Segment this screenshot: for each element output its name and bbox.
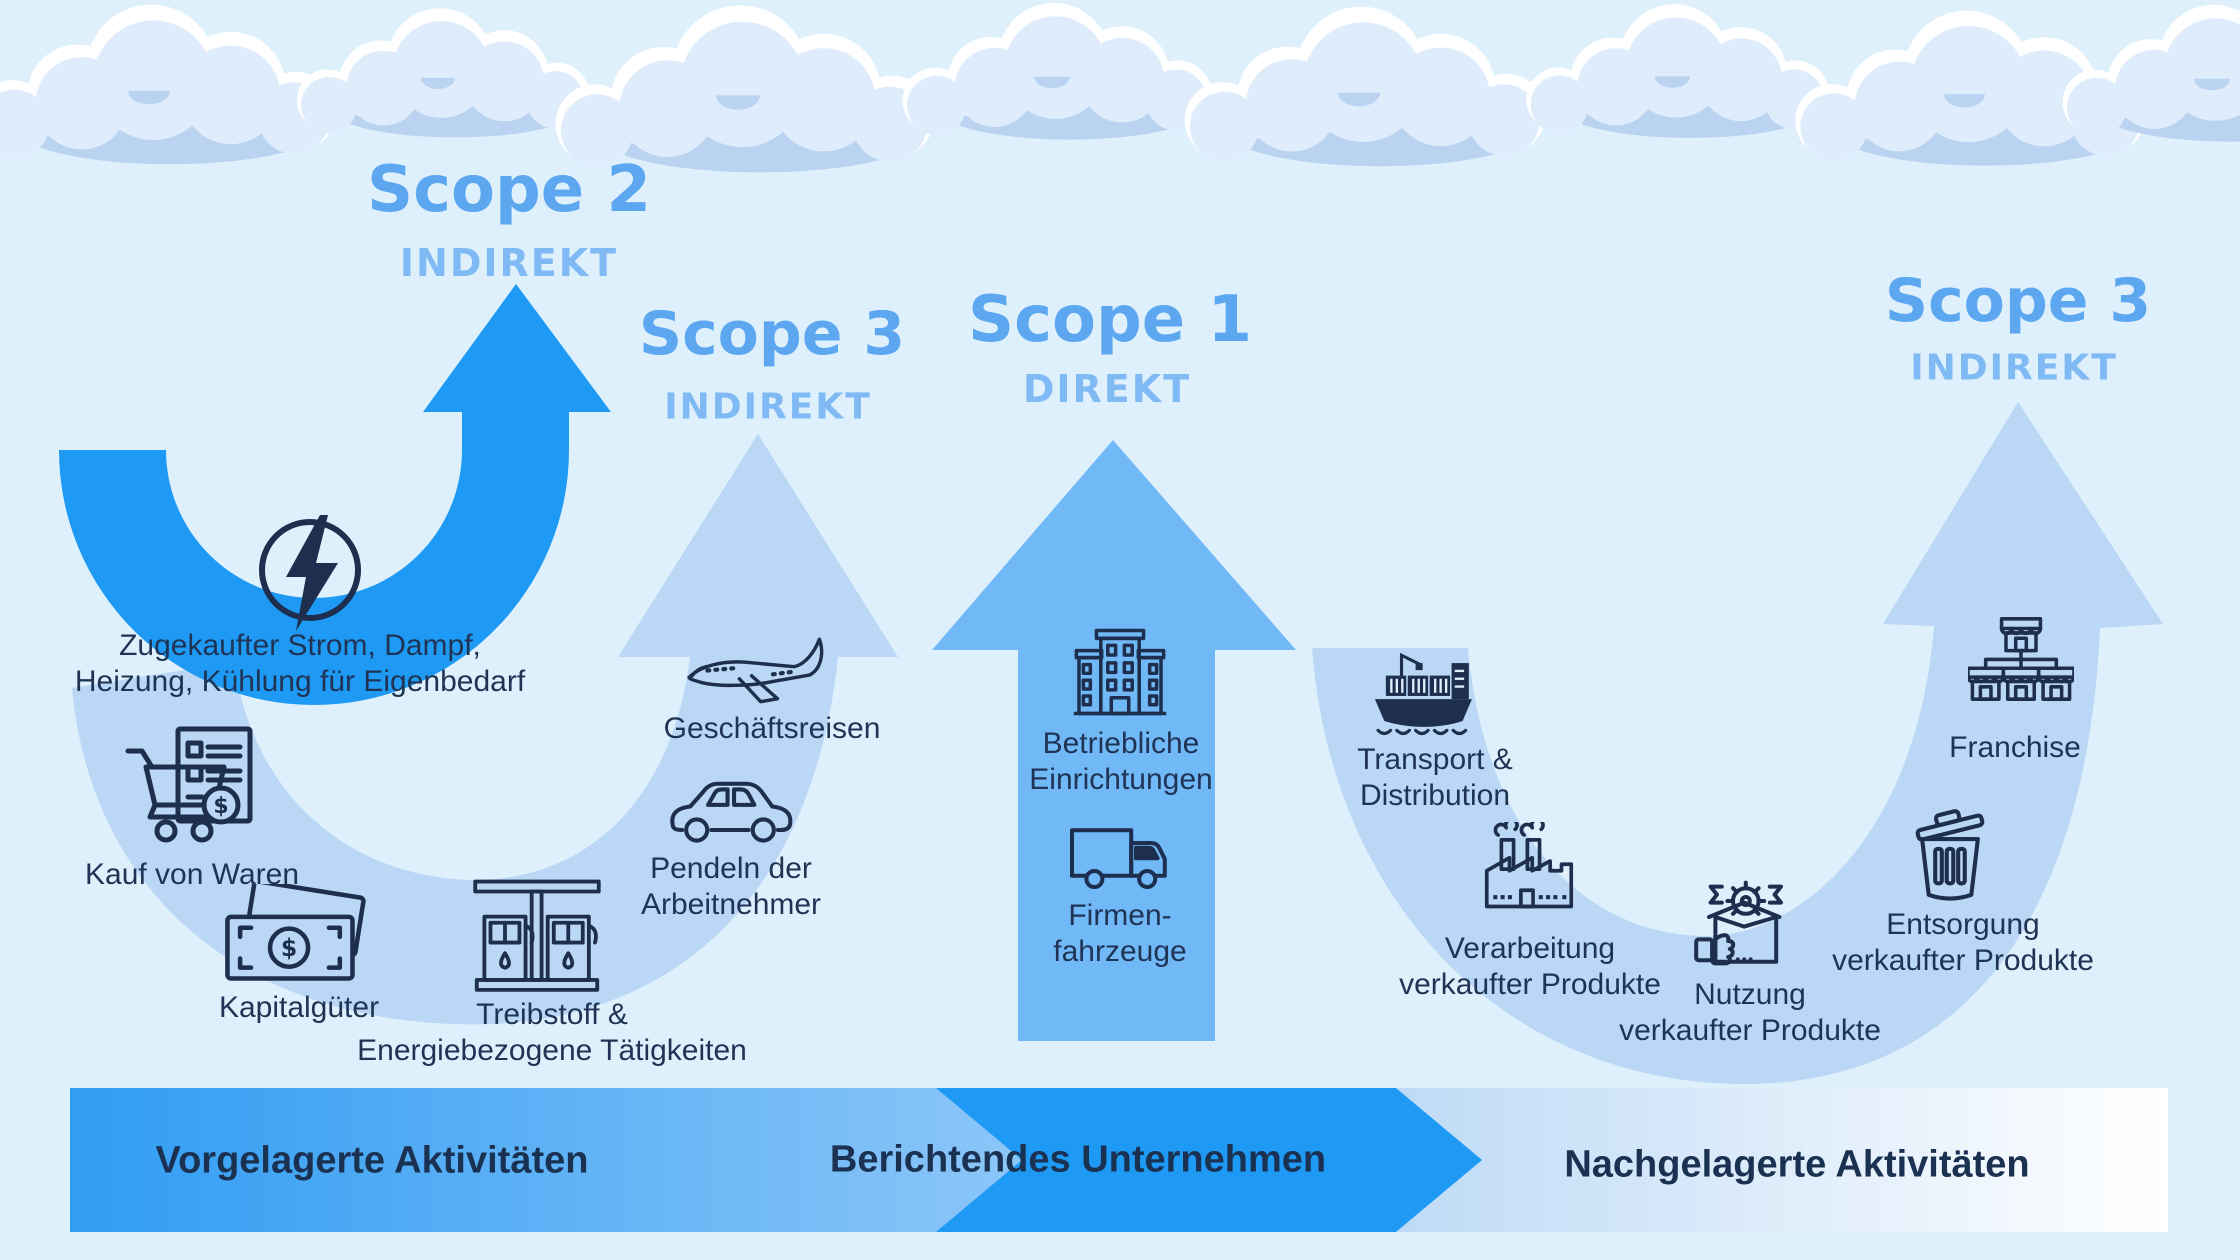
label-line: Heizung, Kühlung für Eigenbedarf xyxy=(74,665,526,698)
open-box-gear-icon xyxy=(1694,880,1783,966)
dollar-sign: $ xyxy=(281,934,297,962)
banner-upstream-segment xyxy=(70,1088,1022,1232)
car-icon xyxy=(670,781,793,843)
factory-icon xyxy=(1484,822,1574,909)
label-line: Firmen- xyxy=(1068,899,1172,932)
fuel-station-icon xyxy=(473,879,601,992)
activity-banner xyxy=(70,1088,2168,1232)
scope2-subtitle: INDIREKT xyxy=(399,241,619,285)
banknotes-icon: $ xyxy=(225,884,366,981)
scope-1-arrow-shape xyxy=(932,440,1296,1041)
label-line: Verarbeitung xyxy=(1444,932,1616,965)
shopping-cart-icon: $ xyxy=(125,726,253,843)
label-line: verkaufter Produkte xyxy=(1832,944,2094,977)
airplane-icon xyxy=(687,637,824,704)
purchased-energy-label: Zugekaufter Strom, Dampf, Heizung, Kühlu… xyxy=(75,628,525,700)
label-line: Entsorgung xyxy=(1886,908,2040,941)
scope3-upstream-title: Scope 3 xyxy=(638,299,906,369)
processing-label: Verarbeitung verkaufter Produkte xyxy=(1399,931,1661,1003)
transport-distribution-label: Transport & Distribution xyxy=(1357,742,1513,814)
fuel-energy-label: Treibstoff & Energiebezogene Tätigkeiten xyxy=(357,997,747,1069)
scope-3-upstream-arrow-shape xyxy=(72,434,898,1025)
label-line: Transport & xyxy=(1357,743,1513,776)
scope-2-arrow-shape xyxy=(59,284,611,705)
banner-company-label: Berichtendes Unternehmen xyxy=(829,1138,1327,1181)
label-line: Zugekaufter Strom, Dampf, xyxy=(119,629,481,662)
scope3-downstream-title: Scope 3 xyxy=(1884,266,2152,336)
scope1-title: Scope 1 xyxy=(967,283,1253,357)
lightning-circle-icon xyxy=(259,515,361,631)
scope-3-downstream-arrow-shape xyxy=(1312,402,2163,1084)
banner-downstream-segment xyxy=(1390,1088,2168,1232)
scope1-subtitle: DIREKT xyxy=(1022,367,1192,411)
label-line: fahrzeuge xyxy=(1053,935,1187,968)
label-line: Distribution xyxy=(1359,779,1511,812)
label-line: Pendeln der xyxy=(650,852,812,885)
label-line: verkaufter Produkte xyxy=(1399,968,1661,1001)
office-building-icon xyxy=(1073,628,1167,716)
dollar-sign: $ xyxy=(213,794,228,819)
capital-goods-label: Kapitalgüter xyxy=(219,990,379,1026)
label-line: Energiebezogene Tätigkeiten xyxy=(357,1034,747,1067)
banner-upstream-label: Vorgelagerte Aktivitäten xyxy=(155,1139,589,1182)
trash-can-icon xyxy=(1915,809,1985,901)
label-line: Einrichtungen xyxy=(1029,763,1213,796)
label-line: Arbeitnehmer xyxy=(640,888,822,921)
end-of-life-label: Entsorgung verkaufter Produkte xyxy=(1832,907,2094,979)
commuting-label: Pendeln der Arbeitnehmer xyxy=(641,851,821,923)
franchises-label: Franchise xyxy=(1949,730,2081,766)
label-line: Kapitalgüter xyxy=(218,991,380,1024)
label-line: Nutzung xyxy=(1694,978,1806,1011)
cloud-row xyxy=(0,2,2240,173)
label-line: Betriebliche xyxy=(1042,727,1200,760)
product-use-label: Nutzung verkaufter Produkte xyxy=(1619,977,1881,1049)
delivery-truck-icon xyxy=(1070,828,1167,889)
purchased-goods-label: Kauf von Waren xyxy=(85,857,299,893)
franchise-stores-icon xyxy=(1968,617,2074,701)
banner-downstream-label: Nachgelagerte Aktivitäten xyxy=(1564,1143,2030,1186)
company-vehicles-label: Firmen- fahrzeuge xyxy=(1053,898,1186,970)
label-line: Treibstoff & xyxy=(476,998,628,1031)
facilities-label: Betriebliche Einrichtungen xyxy=(1029,726,1212,798)
label-line: verkaufter Produkte xyxy=(1619,1014,1881,1047)
scope2-title: Scope 2 xyxy=(366,153,652,227)
cargo-ship-icon xyxy=(1374,652,1472,736)
label-line: Kauf von Waren xyxy=(85,858,299,891)
scope3-downstream-subtitle: INDIREKT xyxy=(1910,347,2118,389)
business-travel-label: Geschäftsreisen xyxy=(664,711,881,747)
banner-company-segment xyxy=(928,1088,1482,1232)
label-line: Geschäftsreisen xyxy=(663,712,881,745)
scope3-upstream-subtitle: INDIREKT xyxy=(664,386,872,428)
label-line: Franchise xyxy=(1949,731,2081,764)
